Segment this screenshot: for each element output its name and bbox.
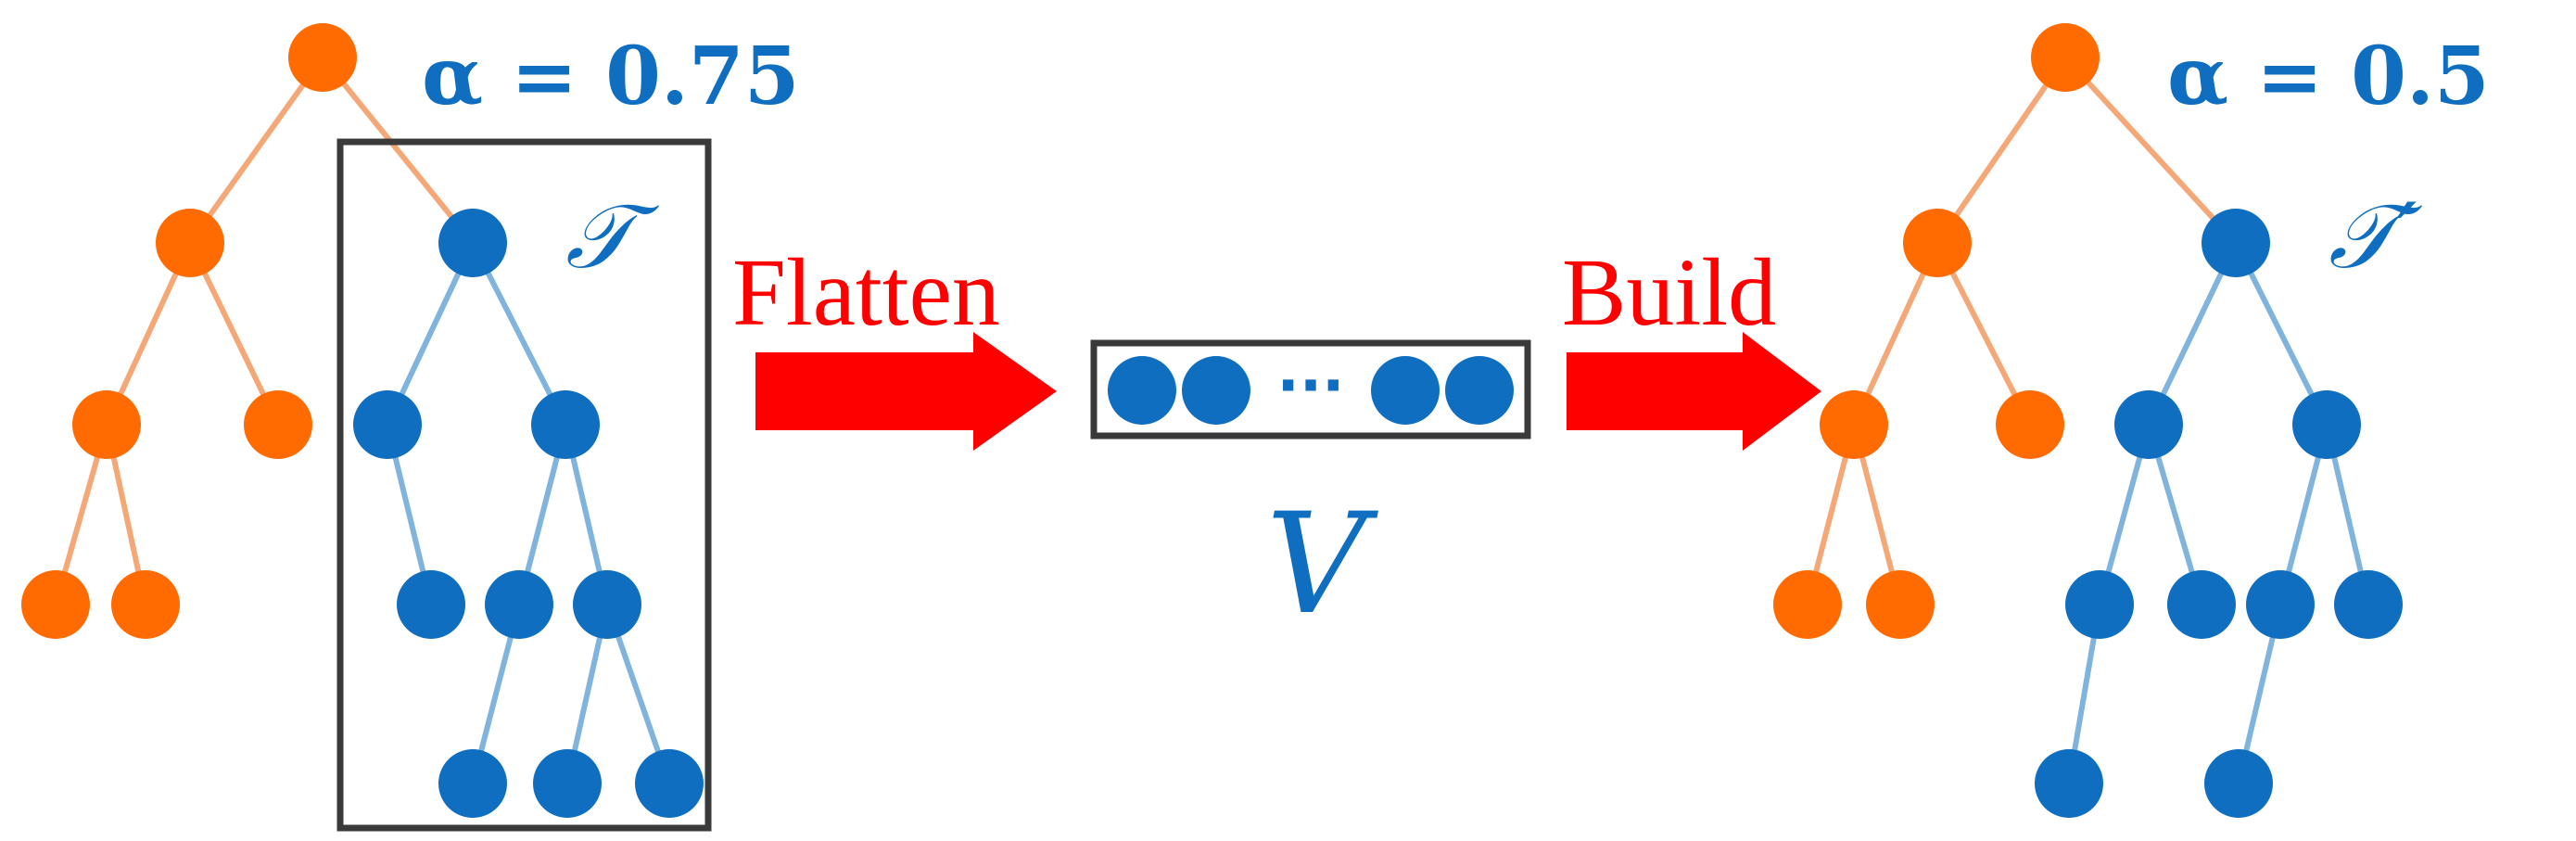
vector-element	[1182, 356, 1250, 425]
tree-node	[244, 390, 312, 459]
edge	[187, 55, 325, 246]
tree-node	[111, 570, 180, 639]
right-tree-blue-nodes	[2035, 209, 2403, 818]
tree-node	[2202, 209, 2270, 277]
left-alpha-label: α = 0.75	[422, 30, 800, 123]
build-step: Build	[1562, 239, 1821, 451]
flatten-step: Flatten	[732, 239, 1057, 451]
tree-node	[533, 749, 602, 818]
build-label: Build	[1562, 239, 1776, 346]
left-tree-orange-nodes	[21, 23, 357, 639]
right-alpha-label: α = 0.5	[2167, 30, 2490, 123]
right-tree-label: 𝒯′	[2329, 185, 2423, 288]
tree-node	[1903, 209, 1972, 277]
tree-node	[1820, 390, 1888, 459]
tree-node	[2292, 390, 2361, 459]
flatten-label: Flatten	[732, 239, 1000, 346]
vector-element	[1445, 356, 1514, 425]
tree-node	[288, 23, 357, 92]
tree-node	[397, 570, 465, 639]
vector-label: V	[1266, 484, 1379, 645]
tree-node	[2204, 749, 2273, 818]
right-tree: α = 0.5 𝒯′	[1773, 23, 2490, 818]
tree-node	[2065, 570, 2134, 639]
tree-node	[1996, 390, 2064, 459]
right-tree-orange-nodes	[1773, 23, 2100, 639]
tree-node	[2031, 23, 2100, 92]
tree-node	[635, 749, 704, 818]
tree-node	[2246, 570, 2315, 639]
tree-node	[2114, 390, 2183, 459]
tree-node	[2334, 570, 2403, 639]
right-tree-blue-edges	[2066, 240, 2371, 786]
left-tree: α = 0.75 𝒯	[21, 23, 800, 832]
tree-node	[485, 570, 553, 639]
edge	[320, 55, 476, 246]
edge	[1935, 55, 2068, 246]
tree-node	[573, 570, 641, 639]
edge	[2062, 55, 2239, 246]
tree-node	[21, 570, 90, 639]
vector-element	[1108, 356, 1176, 425]
tree-node	[156, 209, 224, 277]
left-tree-blue-nodes	[353, 209, 704, 818]
left-tree-label: 𝒯	[565, 185, 660, 288]
tree-node	[1773, 570, 1842, 639]
vector-ellipsis: ···	[1277, 352, 1345, 421]
tree-node	[531, 390, 600, 459]
vector-element	[1371, 356, 1440, 425]
tree-node	[353, 390, 422, 459]
right-tree-orange-edges	[1805, 55, 2239, 607]
tree-node	[72, 390, 141, 459]
vector-v: ··· V	[1090, 339, 1531, 645]
tree-node	[2035, 749, 2103, 818]
subtree-box	[336, 138, 712, 832]
flatten-arrow	[755, 332, 1057, 451]
tree-node	[438, 209, 507, 277]
tree-node	[2167, 570, 2236, 639]
vector-elements	[1108, 356, 1514, 425]
left-tree-blue-edges	[385, 240, 672, 786]
tree-node	[438, 749, 507, 818]
tree-node	[1866, 570, 1935, 639]
build-arrow	[1567, 332, 1821, 451]
